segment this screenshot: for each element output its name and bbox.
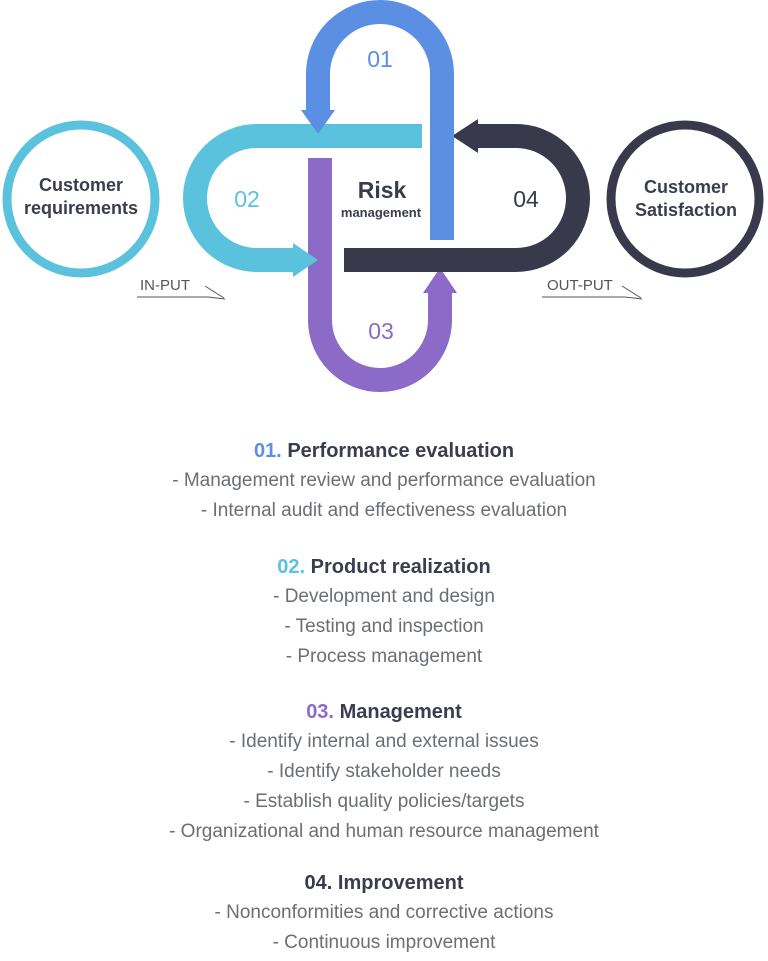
- section-title-text: Management: [339, 701, 462, 723]
- center-subtitle: management: [341, 205, 422, 220]
- input-label: IN-PUT: [140, 277, 190, 294]
- loop-01-arrow: [301, 110, 335, 134]
- section-number: 02.: [277, 556, 306, 578]
- risk-management-diagram: Customer requirements Customer Satisfact…: [2, 0, 764, 392]
- list-item: - Testing and inspection: [284, 616, 484, 637]
- loop-02-number: 02: [234, 186, 260, 212]
- loop-02-path: [183, 124, 422, 272]
- section-product-realization: 02. Product realization - Development an…: [0, 552, 768, 672]
- section-performance-evaluation: 01. Performance evaluation - Management …: [0, 436, 768, 526]
- output-label: OUT-PUT: [547, 277, 613, 294]
- section-title: 03. Management: [0, 697, 768, 727]
- list-item: - Process management: [285, 646, 483, 667]
- section-number: 04.: [304, 872, 333, 894]
- loop-03-arrow: [423, 268, 457, 293]
- section-improvement: 04. Improvement - Nonconformities and co…: [0, 868, 768, 958]
- output-underline: [542, 296, 643, 300]
- loop-01-number: 01: [367, 46, 393, 72]
- loop-03-path: [308, 158, 452, 392]
- customer-requirements-line2: requirements: [24, 198, 138, 218]
- customer-satisfaction-line1: Customer: [644, 177, 728, 197]
- section-title: 04. Improvement: [0, 868, 768, 898]
- list-item: - Nonconformities and corrective actions: [214, 902, 554, 923]
- section-management: 03. Management - Identify internal and e…: [0, 697, 768, 847]
- section-title: 01. Performance evaluation: [0, 436, 768, 466]
- customer-requirements-line1: Customer: [39, 175, 123, 195]
- loop-04-arrow: [452, 119, 478, 153]
- section-title-text: Product realization: [310, 556, 491, 578]
- section-title: 02. Product realization: [0, 552, 768, 582]
- loop-03-number: 03: [368, 318, 394, 344]
- customer-satisfaction-circle: [606, 120, 764, 278]
- list-item: - Continuous improvement: [272, 932, 496, 953]
- center-title: Risk: [358, 177, 407, 203]
- list-item: - Establish quality policies/targets: [243, 791, 525, 812]
- list-item: - Identify internal and external issues: [229, 731, 539, 752]
- list-item: - Identify stakeholder needs: [267, 761, 501, 782]
- list-item: - Development and design: [273, 586, 495, 607]
- loop-04-number: 04: [513, 186, 539, 212]
- loop-04-path: [344, 124, 590, 272]
- list-item: - Organizational and human resource mana…: [169, 821, 599, 842]
- section-number: 03.: [306, 701, 334, 723]
- section-number: 01.: [253, 440, 282, 462]
- list-item: - Management review and performance eval…: [172, 470, 596, 491]
- section-title-text: Performance evaluation: [287, 440, 515, 462]
- list-item: - Internal audit and effectiveness evalu…: [200, 500, 568, 521]
- customer-satisfaction-line2: Satisfaction: [635, 200, 737, 220]
- customer-requirements-circle: [2, 120, 160, 278]
- input-underline: [137, 296, 226, 300]
- loop-01-path: [306, 0, 454, 240]
- section-title-text: Improvement: [337, 872, 464, 894]
- loop-02-arrow: [293, 243, 318, 277]
